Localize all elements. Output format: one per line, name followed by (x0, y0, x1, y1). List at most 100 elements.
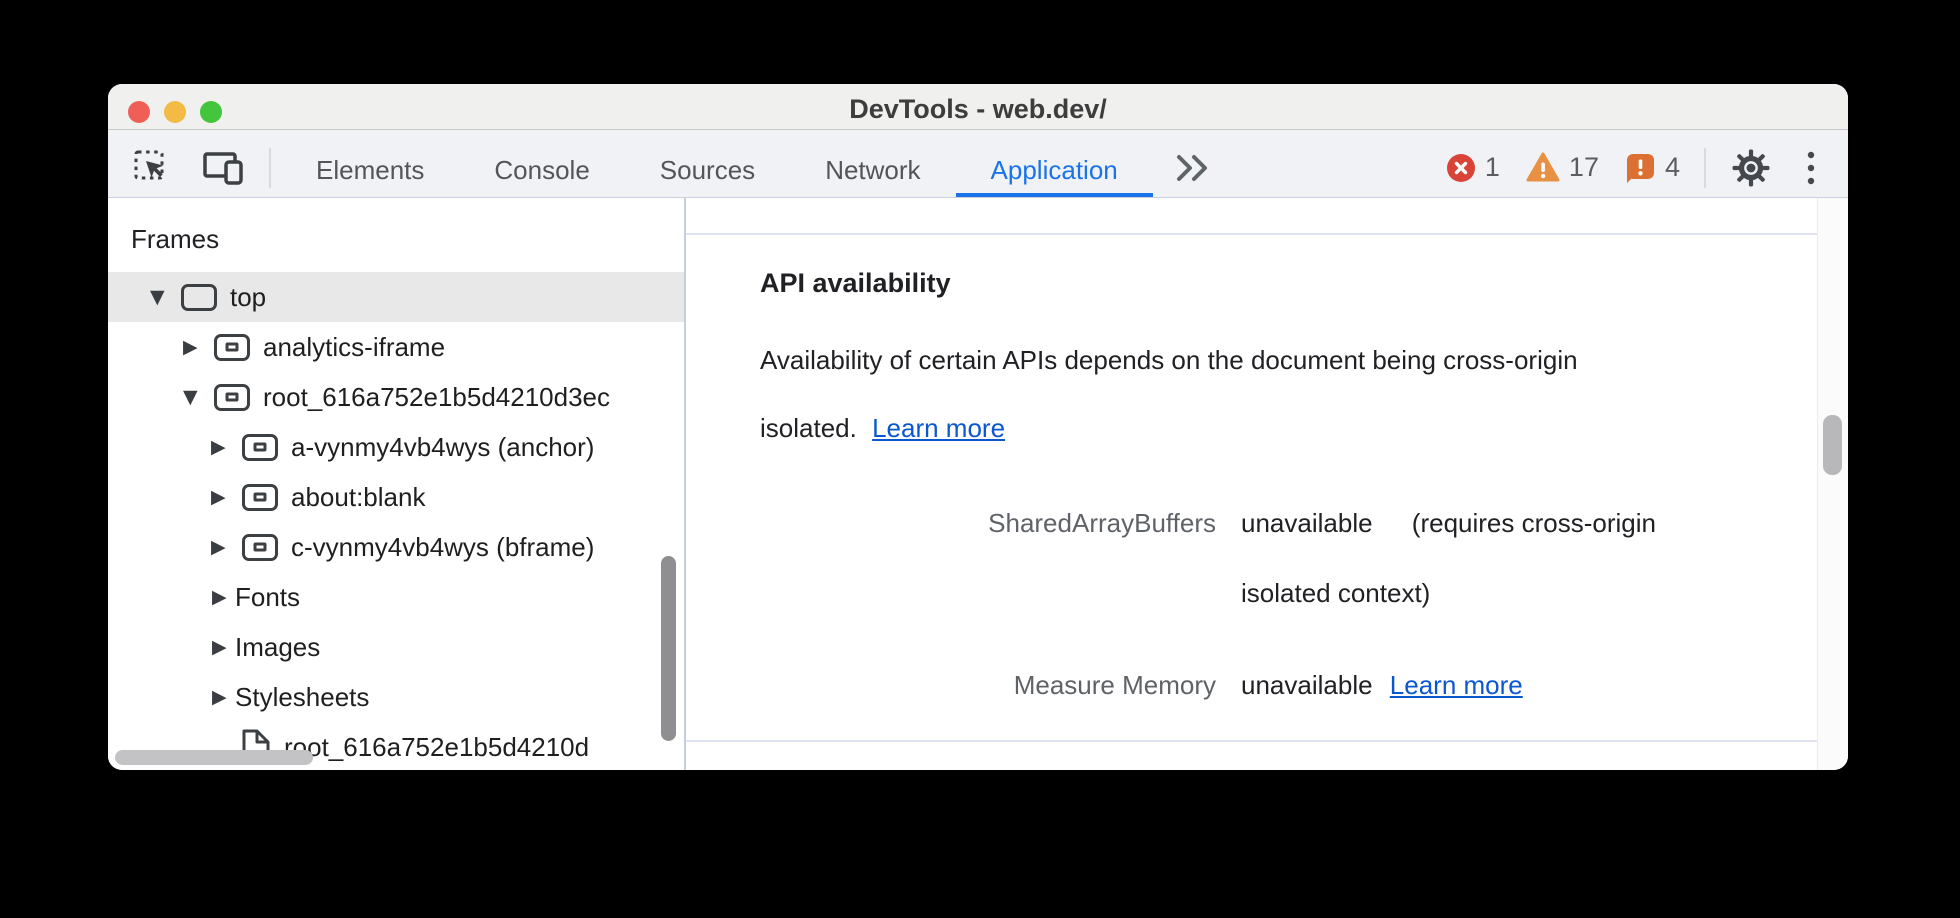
kebab-menu-icon (1807, 151, 1815, 184)
section-divider (686, 233, 1817, 235)
tree-item-content: ▼ root_616a752e1b5d4210d3ec (108, 382, 653, 413)
tree-item-a-vynmy4vb4wys-anchor-[interactable]: ▶ a-vynmy4vb4wys (anchor) (108, 422, 684, 472)
tree-item-label: c-vynmy4vb4wys (bframe) (291, 531, 595, 562)
triangle-right-icon[interactable]: ▶ (212, 586, 227, 608)
minimize-window-button[interactable] (164, 101, 186, 123)
devtools-window: DevTools - web.dev/ Elements Console Sourc… (108, 84, 1848, 770)
warning-count-badge[interactable]: 17 (1526, 152, 1599, 183)
customize-devtools-button[interactable] (1806, 150, 1816, 186)
triangle-right-icon[interactable]: ▶ (212, 636, 227, 658)
measure-memory-label: Measure Memory (1013, 670, 1216, 700)
device-toolbar-icon (203, 151, 243, 185)
tree-item-images[interactable]: ▶ Images (108, 622, 684, 672)
tree-item-content: ▶ analytics-iframe (108, 332, 653, 363)
toolbar-separator (269, 147, 271, 188)
tab-elements[interactable]: Elements (316, 155, 425, 185)
tree-item-fonts[interactable]: ▶ Fonts (108, 572, 684, 622)
toolbar-status-area: 1 17 4 (1446, 138, 1848, 197)
triangle-down-icon[interactable]: ▼ (183, 386, 198, 408)
tree-item-label: Fonts (235, 581, 301, 612)
settings-button[interactable] (1732, 149, 1770, 187)
tab-application[interactable]: Application (955, 138, 1153, 197)
tree-item-label: root_616a752e1b5d4210d3ec (263, 381, 611, 412)
availability-note-line-1: (requires cross-origin (1411, 508, 1656, 538)
issues-count: 4 (1664, 152, 1680, 182)
tree-item-label: analytics-iframe (263, 331, 446, 362)
inspect-cursor-icon (134, 150, 164, 179)
availability-note-line-2: isolated context) (1241, 578, 1431, 608)
application-sidebar: Frames ▼ top ▶ analytics-iframe ▼ root_616a75… (108, 198, 686, 770)
main-vertical-scrollbar-thumb[interactable] (1823, 415, 1842, 475)
cross-origin-learn-more-link[interactable]: Learn more (872, 413, 1006, 443)
tree-item-label: Images (235, 631, 321, 662)
toolbar-separator (1704, 147, 1706, 188)
more-tabs-button[interactable] (1173, 154, 1213, 182)
tree-item-content: ▶ Fonts (108, 582, 653, 613)
description-line-1: Availability of certain APIs depends on … (760, 345, 1578, 375)
warning-count: 17 (1568, 152, 1599, 182)
tree-item-content: ▶ Stylesheets (108, 682, 653, 713)
triangle-down-icon[interactable]: ▼ (150, 286, 165, 308)
application-panel: Frames ▼ top ▶ analytics-iframe ▼ root_616a75… (108, 198, 1848, 770)
measure-memory-value: unavailable Learn more (1241, 666, 1523, 704)
sidebar-vertical-scrollbar-thumb[interactable] (661, 556, 676, 741)
tree-item-root-616a752e1b5d4210d3ec[interactable]: ▼ root_616a752e1b5d4210d3ec (108, 372, 684, 422)
zoom-window-button[interactable] (200, 101, 222, 123)
panel-tabs: Elements Console Sources Network Application (281, 138, 1153, 197)
gear-icon (1732, 149, 1770, 186)
tree-item-label: top (230, 281, 267, 312)
tree-item-top[interactable]: ▼ top (108, 272, 684, 322)
top-frame-icon (181, 283, 217, 311)
tree-item-label: Stylesheets (235, 681, 370, 712)
sidebar-horizontal-scrollbar-thumb[interactable] (115, 750, 313, 765)
tree-item-content: ▶ a-vynmy4vb4wys (anchor) (108, 432, 653, 463)
section-heading: API availability (760, 268, 951, 298)
availability-value: unavailable (1241, 508, 1373, 538)
tree-item-content: ▶ about:blank (108, 482, 653, 513)
inspect-element-button[interactable] (133, 149, 173, 187)
iframe-icon (214, 383, 250, 411)
frames-section-title: Frames (131, 224, 220, 254)
availability-value: unavailable (1241, 670, 1373, 700)
toggle-device-toolbar-button[interactable] (203, 150, 245, 186)
tree-item-analytics-iframe[interactable]: ▶ analytics-iframe (108, 322, 684, 372)
triangle-right-icon[interactable]: ▶ (211, 486, 226, 508)
close-window-button[interactable] (128, 101, 150, 123)
window-title: DevTools - web.dev/ (849, 94, 1107, 124)
iframe-icon (242, 433, 278, 461)
tree-item-label: a-vynmy4vb4wys (anchor) (291, 431, 595, 462)
iframe-icon (214, 333, 250, 361)
devtools-toolbar: Elements Console Sources Network Application… (108, 130, 1848, 198)
tab-console[interactable]: Console (494, 155, 590, 185)
title-bar[interactable]: DevTools - web.dev/ (108, 84, 1848, 130)
error-count: 1 (1484, 152, 1500, 182)
tab-sources[interactable]: Sources (659, 155, 756, 185)
iframe-icon (242, 483, 278, 511)
issues-icon (1626, 153, 1654, 183)
warning-icon (1526, 152, 1560, 182)
error-icon (1446, 153, 1475, 182)
triangle-right-icon[interactable]: ▶ (183, 336, 198, 358)
tab-network[interactable]: Network (825, 155, 921, 185)
shared-array-buffers-label: SharedArrayBuffers (988, 508, 1216, 538)
triangle-right-icon[interactable]: ▶ (212, 686, 227, 708)
tree-item-about-blank[interactable]: ▶ about:blank (108, 472, 684, 522)
triangle-right-icon[interactable]: ▶ (211, 436, 226, 458)
tree-item-c-vynmy4vb4wys-bframe-[interactable]: ▶ c-vynmy4vb4wys (bframe) (108, 522, 684, 572)
measure-memory-learn-more-link[interactable]: Learn more (1389, 670, 1523, 700)
error-count-badge[interactable]: 1 (1446, 152, 1500, 183)
section-divider (686, 740, 1817, 742)
issues-count-badge[interactable]: 4 (1625, 152, 1680, 184)
tree-item-label: about:blank (291, 481, 426, 512)
tree-item-content: ▶ Images (108, 632, 653, 663)
iframe-icon (242, 533, 278, 561)
chevron-double-right-icon (1176, 154, 1207, 181)
frames-tree: ▼ top ▶ analytics-iframe ▼ root_616a752e1b5d4… (108, 272, 684, 770)
tree-item-content: ▼ top (108, 282, 653, 313)
tree-item-stylesheets[interactable]: ▶ Stylesheets (108, 672, 684, 722)
triangle-right-icon[interactable]: ▶ (211, 536, 226, 558)
main-scrollbar-gutter (1817, 198, 1848, 770)
tree-item-content: ▶ c-vynmy4vb4wys (bframe) (108, 532, 653, 563)
shared-array-buffers-value: unavailable (requires cross-origin (1241, 504, 1656, 542)
